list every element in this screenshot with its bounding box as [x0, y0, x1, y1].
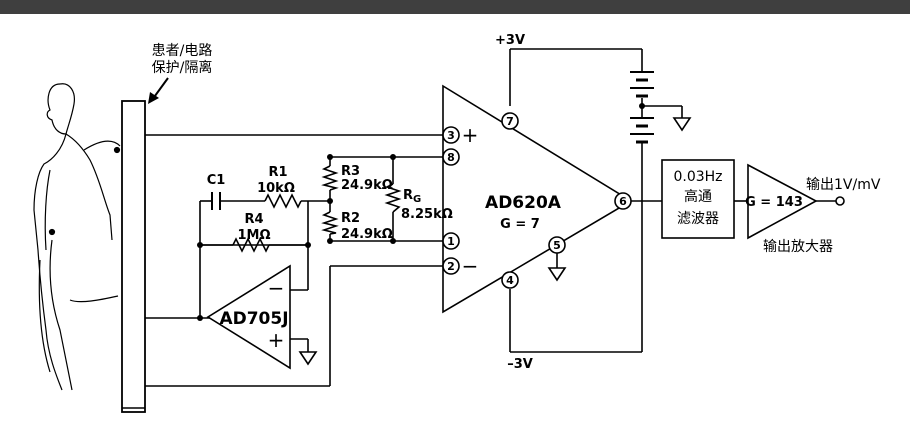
pin-7: 7: [501, 112, 519, 130]
r3-label: R3: [341, 164, 360, 179]
r3-value: 24.9kΩ: [341, 178, 393, 193]
filter-line2: 滤波器: [677, 211, 719, 227]
output-terminal-icon: [835, 196, 845, 206]
pin-8: 8: [442, 148, 460, 166]
protection-label-line2: 保护/隔离: [152, 59, 213, 76]
ad620a-inamp: [442, 84, 633, 314]
highpass-filter-box: [661, 159, 735, 239]
inamp-plus: +: [462, 123, 479, 147]
output-amp-caption: 输出放大器: [763, 239, 833, 255]
svg-text:4: 4: [506, 274, 514, 287]
output-amplifier: [747, 163, 818, 240]
svg-text:7: 7: [506, 115, 514, 128]
ground-icon: [672, 117, 692, 132]
ground-icon: [547, 267, 567, 282]
pointer-arrow-icon: [148, 77, 169, 104]
pin-6: 6: [614, 192, 632, 210]
pin-markers: 3 8 1 2 7 5 4 6: [442, 112, 632, 289]
resistor-r3: [321, 165, 339, 191]
pin-5: 5: [548, 236, 566, 254]
c1-label: C1: [207, 173, 226, 188]
ground-icon: [298, 351, 318, 366]
protection-label-line1: 患者/电路: [152, 43, 213, 59]
r2-label: R2: [341, 211, 360, 226]
r4-label: R4: [244, 212, 263, 227]
filter-freq: 0.03Hz: [673, 169, 722, 185]
output-label: 输出1V/mV: [806, 177, 881, 193]
rg-label: RG: [403, 188, 421, 205]
output-amp-gain: G = 143: [745, 195, 803, 210]
svg-text:6: 6: [619, 195, 627, 208]
pin-4: 4: [501, 271, 519, 289]
ad705j-opamp: [206, 264, 291, 370]
filter-line1: 高通: [684, 188, 712, 205]
ad620a-label: AD620A: [485, 193, 562, 213]
ad705j-minus: −: [268, 276, 285, 300]
ad705j-label: AD705J: [219, 309, 288, 329]
top-bar: [0, 0, 910, 14]
wires: [145, 48, 836, 387]
rg-value: 8.25kΩ: [401, 207, 453, 222]
resistor-r1: [264, 193, 302, 209]
resistor-rg: [384, 183, 402, 213]
protection-isolation-bar: [121, 100, 146, 413]
patient-figure-icon: [33, 83, 121, 391]
svg-text:5: 5: [553, 239, 561, 252]
battery-upper: [630, 71, 654, 98]
pin-3: 3: [442, 126, 460, 144]
supply-positive-label: +3V: [495, 33, 525, 48]
supply-negative-label: –3V: [507, 357, 533, 372]
pin-2: 2: [442, 257, 460, 275]
battery-lower: [630, 117, 654, 144]
inamp-minus: −: [462, 254, 479, 278]
r2-value: 24.9kΩ: [341, 227, 393, 242]
resistor-r4: [232, 237, 270, 253]
resistor-r2: [321, 211, 339, 235]
ad620a-gain: G = 7: [500, 217, 540, 232]
r4-value: 1MΩ: [237, 228, 270, 243]
r1-label: R1: [268, 165, 287, 180]
svg-text:2: 2: [447, 260, 455, 273]
svg-text:8: 8: [447, 151, 455, 164]
svg-text:3: 3: [447, 129, 455, 142]
svg-text:1: 1: [447, 235, 455, 248]
ad705j-plus: +: [268, 328, 285, 352]
capacitor-c1: [211, 192, 221, 210]
r1-value: 10kΩ: [257, 181, 295, 196]
pin-1: 1: [442, 232, 460, 250]
